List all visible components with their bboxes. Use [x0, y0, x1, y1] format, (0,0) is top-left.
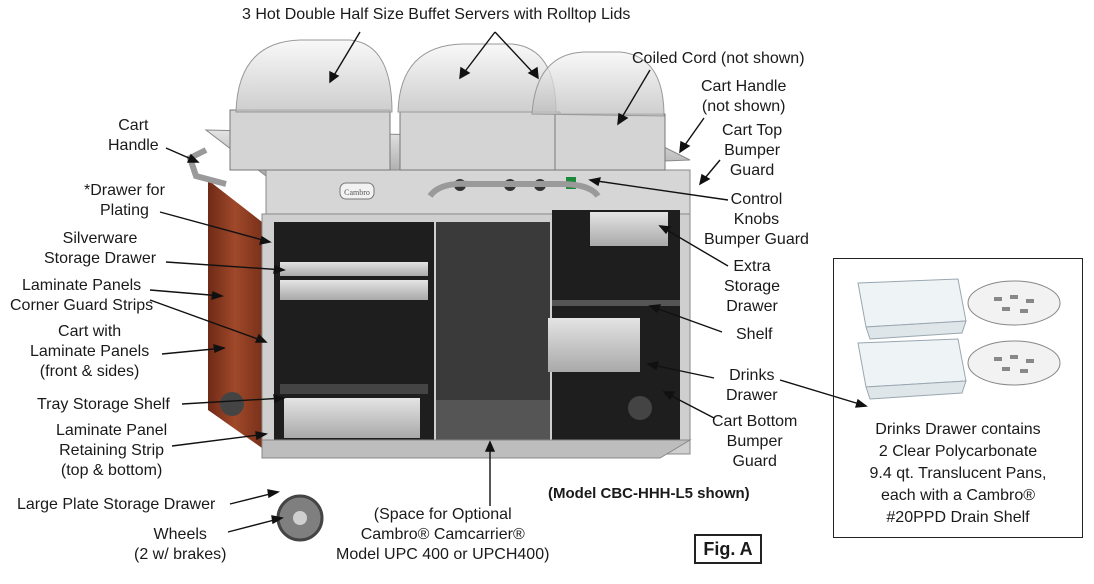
camcarrier-floor	[436, 400, 550, 444]
figure-label: Fig. A	[694, 534, 762, 564]
extra-storage-drawer	[590, 212, 668, 246]
drain-shelf-icon	[967, 280, 1061, 326]
wheel-icon	[220, 392, 244, 416]
label-wheels: Wheels(2 w/ brakes)	[134, 526, 227, 563]
food-well-left	[229, 109, 391, 171]
laminate-side-panel	[208, 180, 262, 448]
silverware-drawer	[280, 262, 428, 276]
left-handle	[186, 147, 227, 187]
brand-plate-text: Cambro	[344, 188, 370, 197]
control-panel-face	[265, 169, 691, 215]
label-model-shown: (Model CBC-HHH-L5 shown)	[548, 485, 750, 502]
polycarbonate-pan-icon	[865, 320, 967, 340]
rolltop-lid-center	[397, 43, 557, 113]
food-well-right	[554, 113, 666, 171]
polycarbonate-pan-icon	[857, 278, 967, 328]
drinks-drawer	[548, 318, 640, 372]
label-large-plate-drawer: Large Plate Storage Drawer	[17, 496, 216, 513]
rolltop-lid-left	[235, 39, 393, 113]
polycarbonate-pan-icon	[865, 380, 967, 400]
brand-plate	[339, 182, 375, 200]
food-well-center	[399, 111, 561, 171]
label-cart-handle-right: Cart Handle(not shown)	[701, 78, 787, 115]
inset-caption: Drinks Drawer contains 2 Clear Polycarbo…	[869, 421, 1047, 526]
label-tray-shelf: Tray Storage Shelf	[37, 396, 170, 413]
drain-shelf-icon	[967, 340, 1061, 386]
tray-shelf	[280, 384, 428, 394]
shelf	[552, 300, 680, 306]
polycarbonate-pan-icon	[857, 338, 967, 388]
rolltop-lid-right	[531, 51, 665, 117]
label-coiled-cord: Coiled Cord (not shown)	[632, 50, 805, 67]
plating-drawer	[280, 280, 428, 300]
label-shelf: Shelf	[736, 326, 773, 343]
wheel-icon	[628, 396, 652, 420]
drinks-drawer-inset: Drinks Drawer contains 2 Clear Polycarbo…	[833, 258, 1083, 538]
leader-lines	[149, 31, 868, 533]
wheel-icon	[293, 511, 307, 525]
front-handle-bar	[427, 180, 601, 198]
bottom-deck	[261, 439, 692, 459]
pans-illustration	[857, 278, 1061, 400]
diagram-title: 3 Hot Double Half Size Buffet Servers wi…	[242, 6, 631, 23]
large-plate-drawer	[284, 398, 420, 438]
